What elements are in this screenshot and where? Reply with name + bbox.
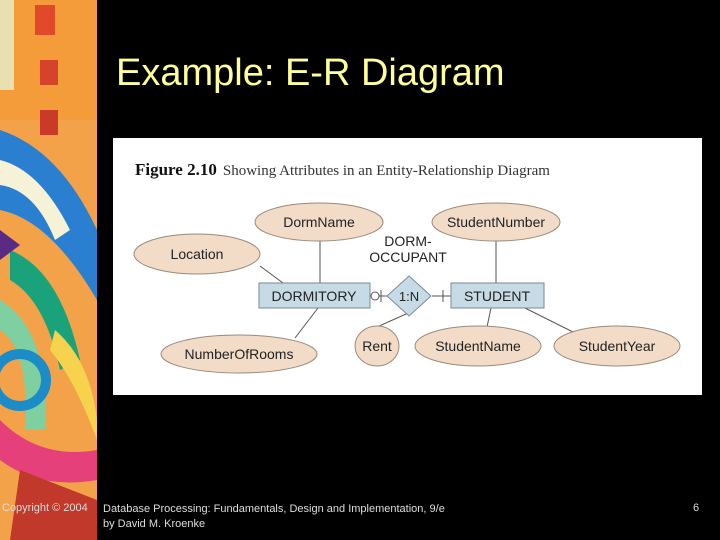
attribute-location-label: Location xyxy=(171,246,224,262)
line-studentname-student xyxy=(487,308,491,327)
book-citation-line1: Database Processing: Fundamentals, Desig… xyxy=(103,502,445,517)
line-rooms-dormitory xyxy=(295,308,318,338)
attribute-rent-label: Rent xyxy=(362,338,392,354)
decorative-art-panel xyxy=(0,0,97,540)
book-citation: Database Processing: Fundamentals, Desig… xyxy=(103,502,445,532)
entity-student-label: STUDENT xyxy=(464,288,531,304)
relationship-cardinality-label: 1:N xyxy=(399,289,419,304)
relationship-name-line2: OCCUPANT xyxy=(369,249,447,265)
book-citation-line2: by David M. Kroenke xyxy=(103,517,445,532)
slide-title: Example: E-R Diagram xyxy=(116,52,505,95)
attribute-dormname-label: DormName xyxy=(283,214,355,230)
attribute-studentnumber-label: StudentNumber xyxy=(447,214,545,230)
er-diagram: DormName Location NumberOfRooms Rent Stu… xyxy=(113,138,702,395)
page-number: 6 xyxy=(693,502,699,514)
relationship-name-line1: DORM- xyxy=(384,233,432,249)
abstract-painting-image xyxy=(0,0,97,540)
attribute-numberofrooms-label: NumberOfRooms xyxy=(185,346,294,362)
attribute-studentname-label: StudentName xyxy=(435,338,521,354)
attribute-studentyear-label: StudentYear xyxy=(579,338,656,354)
line-location-dormitory xyxy=(260,266,283,283)
copyright-text: Copyright © 2004 xyxy=(2,502,88,514)
entity-dormitory-label: DORMITORY xyxy=(271,288,357,304)
zero-marker xyxy=(371,292,379,300)
line-studentyear-student xyxy=(525,308,577,334)
